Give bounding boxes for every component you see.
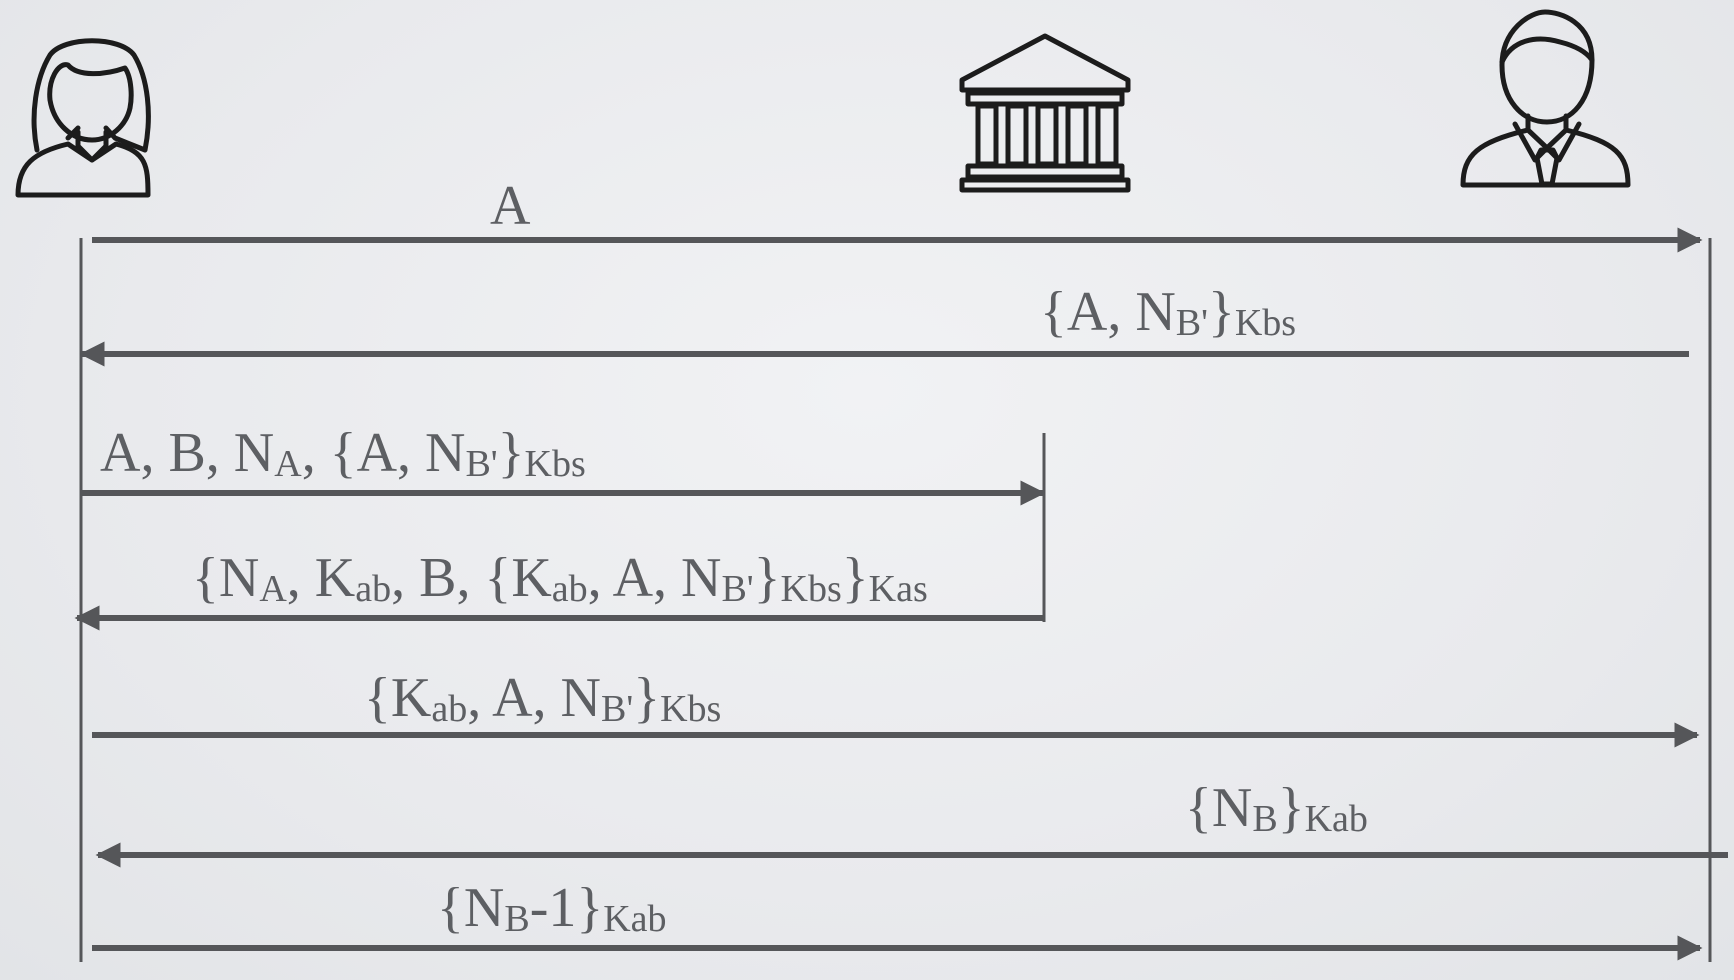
message-label-6: {NB}Kab (1185, 777, 1368, 840)
message-label-2: {A, NB'}Kbs (1040, 281, 1297, 344)
woman-user-icon (15, 38, 151, 198)
message-label-1: A (490, 175, 531, 237)
bank-building-icon (959, 33, 1131, 193)
man-user-icon (1460, 9, 1631, 188)
message-label-7: {NB-1}Kab (437, 877, 667, 940)
message-label-4: {NA, Kab, B, {Kab, A, NB'}Kbs}Kas (192, 547, 928, 610)
message-label-3: A, B, NA, {A, NB'}Kbs (100, 422, 586, 485)
message-label-5: {Kab, A, NB'}Kbs (364, 667, 722, 730)
